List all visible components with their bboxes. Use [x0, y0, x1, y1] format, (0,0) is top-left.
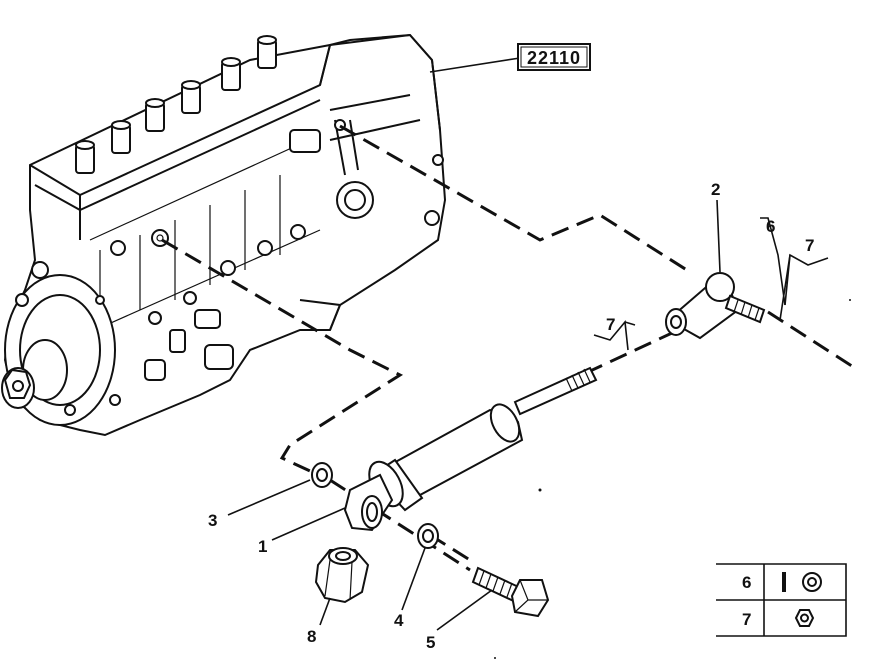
- washer-3: [311, 462, 333, 488]
- legend-number-6: 6: [742, 573, 751, 592]
- washer-4: [417, 523, 439, 549]
- delivery-valve-holders: [75, 35, 277, 174]
- actuator-rod: [343, 366, 598, 532]
- ball-joint: [665, 272, 766, 340]
- callout-labels: 2 6 7 7 3 1 4 5 8: [208, 180, 814, 652]
- callout-3: 3: [208, 511, 217, 530]
- callout-7-upper: 7: [805, 236, 814, 255]
- reference-number-box: 22110: [517, 43, 591, 71]
- callout-7-lower: 7: [606, 315, 615, 334]
- leader-lines: [227, 57, 829, 631]
- bolt-5: [471, 566, 550, 618]
- nut-icon: [794, 609, 815, 627]
- callout-1: 1: [258, 537, 267, 556]
- callout-4: 4: [394, 611, 404, 630]
- drive-flange: [1, 261, 121, 426]
- nut-8: [314, 547, 370, 604]
- callout-5: 5: [426, 633, 435, 652]
- legend-table: 6 7: [716, 563, 847, 637]
- legend-number-7: 7: [742, 610, 751, 629]
- pin-and-washer-icon: [782, 572, 822, 592]
- callout-6: 6: [766, 217, 775, 236]
- callout-8: 8: [307, 627, 316, 646]
- reference-number: 22110: [527, 48, 581, 68]
- injection-pump-assembly: [1, 33, 447, 437]
- callout-2: 2: [711, 180, 720, 199]
